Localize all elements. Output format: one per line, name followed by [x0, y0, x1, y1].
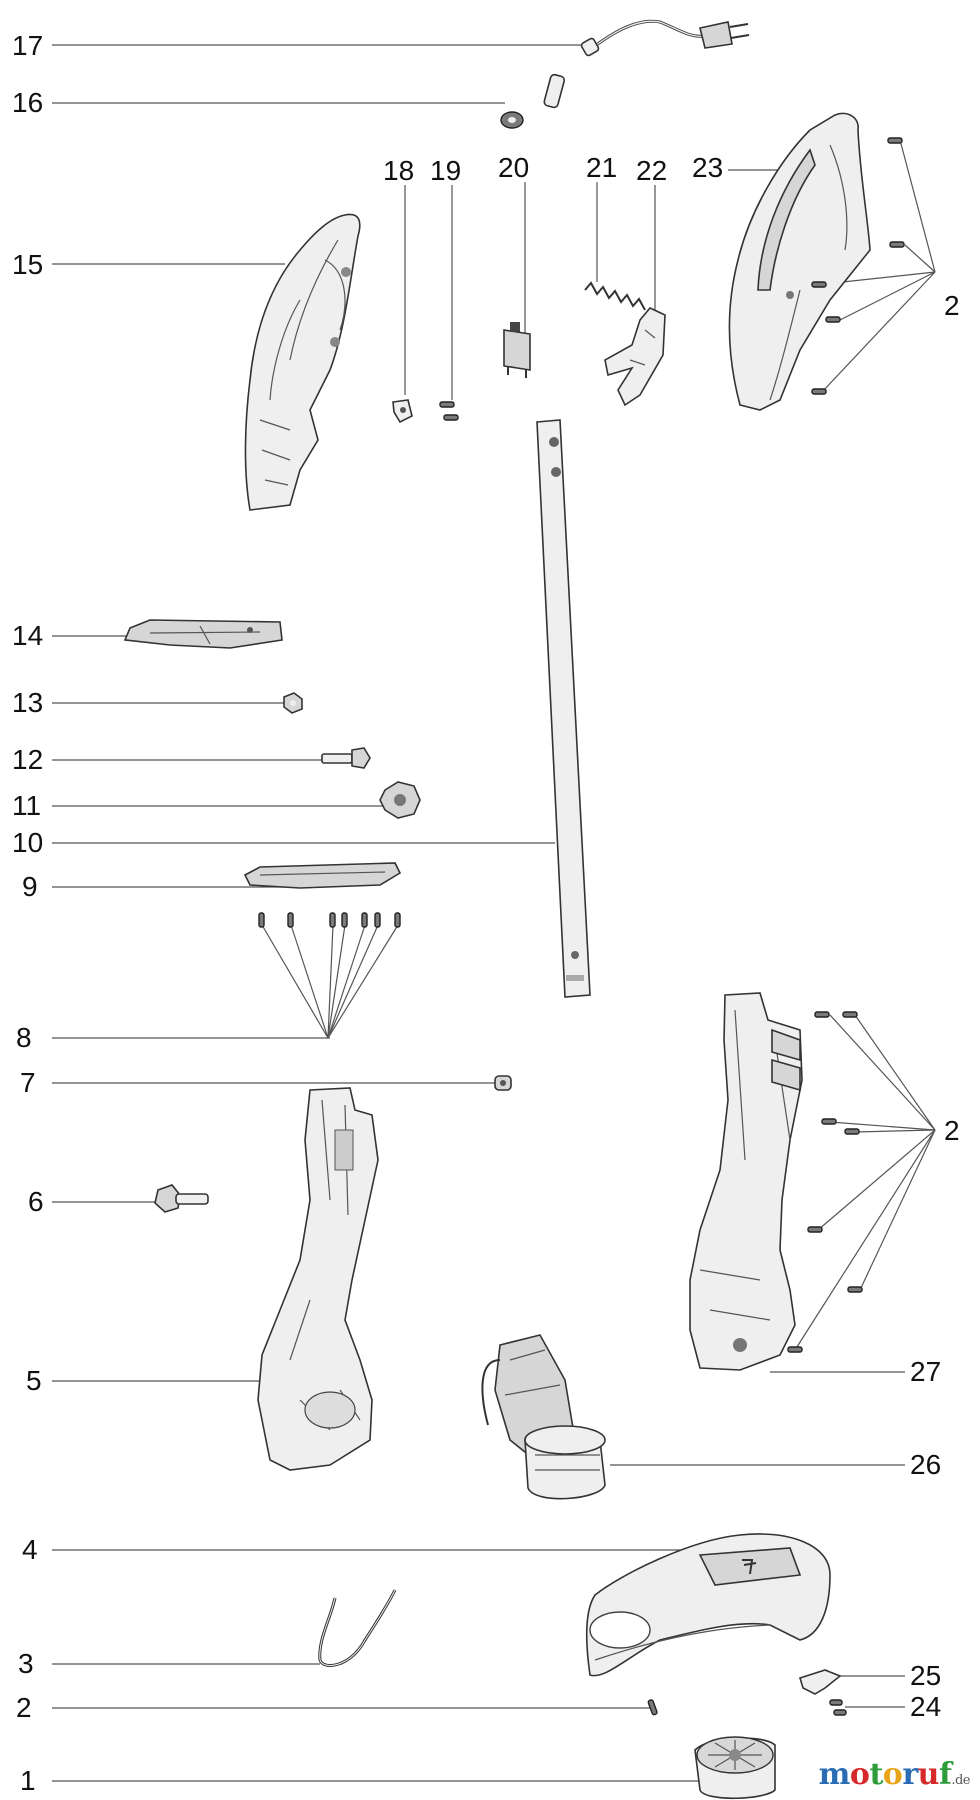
watermark-letter: o: [849, 1757, 870, 1792]
watermark-letter: f: [938, 1757, 952, 1792]
part-13-nut: [283, 692, 303, 714]
part-15-handle-half-left: [244, 213, 361, 511]
watermark-letter: u: [917, 1757, 940, 1792]
part-12-bolt: [321, 747, 371, 769]
part-10-shaft: [536, 419, 591, 998]
part-18-clip: [392, 399, 413, 424]
label-25: 25: [910, 1660, 941, 1691]
label-22: 22: [636, 155, 667, 186]
part-22-trigger: [604, 307, 666, 407]
part-14-grip-cover: [123, 619, 283, 649]
motoruf-watermark: motoruf.de: [818, 1757, 971, 1792]
label-14: 14: [12, 620, 43, 651]
label-16: 16: [12, 87, 43, 118]
part-20-switch: [503, 322, 531, 378]
label-1: 1: [20, 1765, 36, 1796]
watermark-tld: .de: [951, 1773, 970, 1788]
label-21: 21: [586, 152, 617, 183]
label-27: 27: [910, 1356, 941, 1387]
label-4: 4: [22, 1534, 38, 1565]
label-2-mid: 2: [944, 1115, 960, 1146]
label-23: 23: [692, 152, 723, 183]
label-5: 5: [26, 1365, 42, 1396]
number-labels: 17 16 18 19 20 21 22 23 15 2 14 13 12 11…: [12, 30, 960, 1796]
part-21-spring: [584, 281, 646, 311]
part-26-motor: [481, 1334, 606, 1500]
part-1-spool-cap: [694, 1736, 776, 1800]
label-12: 12: [12, 744, 43, 775]
label-13: 13: [12, 687, 43, 718]
label-20: 20: [498, 152, 529, 183]
label-2: 2: [16, 1692, 32, 1723]
label-10: 10: [12, 827, 43, 858]
part-25-bracket: [799, 1669, 842, 1695]
watermark-letter: m: [818, 1757, 851, 1792]
part-7-plug: [494, 1075, 512, 1091]
part-4-guard: [585, 1533, 831, 1677]
part-2-screw: [647, 1699, 658, 1716]
label-24: 24: [910, 1691, 941, 1722]
part-24-screws: [829, 1699, 847, 1716]
label-2-top: 2: [944, 290, 960, 321]
leader-lines: [52, 44, 936, 1782]
part-16-strain-relief: [500, 73, 566, 129]
label-9: 9: [22, 871, 38, 902]
part-11-knob: [379, 781, 421, 819]
part-3-wire: [318, 1589, 397, 1667]
label-8: 8: [16, 1022, 32, 1053]
part-23-handle-half-right: [728, 112, 871, 411]
watermark-letter: r: [902, 1757, 918, 1792]
label-3: 3: [18, 1648, 34, 1679]
part-9-grip-cover: [243, 862, 402, 889]
screws-group-mid: [787, 1011, 863, 1353]
label-18: 18: [383, 155, 414, 186]
part-8-screws: [258, 912, 401, 928]
part-17-power-cord: [580, 19, 750, 57]
watermark-letter: t: [869, 1757, 883, 1792]
part-5-housing-half-left: [257, 1087, 379, 1471]
label-26: 26: [910, 1449, 941, 1480]
label-11: 11: [12, 790, 41, 821]
part-19-screws: [439, 401, 459, 421]
label-19: 19: [430, 155, 461, 186]
part-27-housing-half-right: [689, 992, 803, 1371]
screws-group-top: [811, 137, 905, 395]
label-6: 6: [28, 1186, 44, 1217]
part-6-lock-button: [154, 1184, 209, 1213]
label-17: 17: [12, 30, 43, 61]
label-15: 15: [12, 249, 43, 280]
watermark-letter: o: [882, 1757, 903, 1792]
label-7: 7: [20, 1067, 36, 1098]
